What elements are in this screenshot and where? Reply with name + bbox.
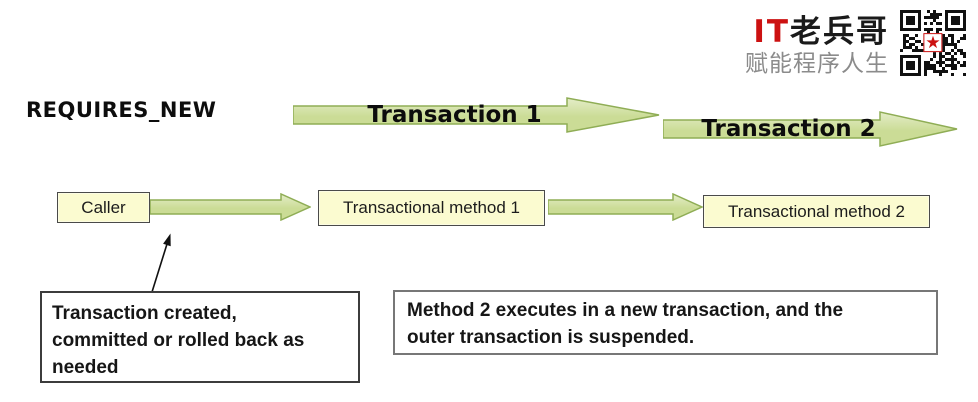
- propagation-label: REQUIRES_NEW: [26, 98, 217, 122]
- qr-code-icon: ★: [900, 10, 966, 76]
- note-pointer-arrow: [145, 230, 185, 301]
- brand-prefix: IT: [753, 14, 790, 50]
- note-method2-behavior: Method 2 executes in a new transaction, …: [393, 290, 938, 355]
- transaction1-label: Transaction 1: [367, 102, 542, 128]
- star-icon: ★: [923, 33, 943, 53]
- method1-node: Transactional method 1: [318, 190, 545, 226]
- transaction2-arrow: [663, 111, 958, 147]
- caller-to-method1-arrow: [150, 193, 311, 221]
- method2-node: Transactional method 2: [703, 195, 930, 228]
- method1-to-method2-arrow: [548, 193, 703, 221]
- transaction1-arrow: [293, 97, 660, 133]
- brand-name: IT老兵哥: [753, 14, 889, 50]
- logo-text: IT老兵哥 赋能程序人生: [745, 10, 889, 78]
- caller-node: Caller: [57, 192, 150, 223]
- transaction2-label: Transaction 2: [701, 116, 876, 142]
- note-transaction-lifecycle: Transaction created, committed or rolled…: [40, 291, 360, 383]
- site-logo: IT老兵哥 赋能程序人生 ★: [745, 10, 966, 78]
- brand-tagline: 赋能程序人生: [745, 51, 889, 77]
- brand-suffix: 老兵哥: [790, 14, 889, 50]
